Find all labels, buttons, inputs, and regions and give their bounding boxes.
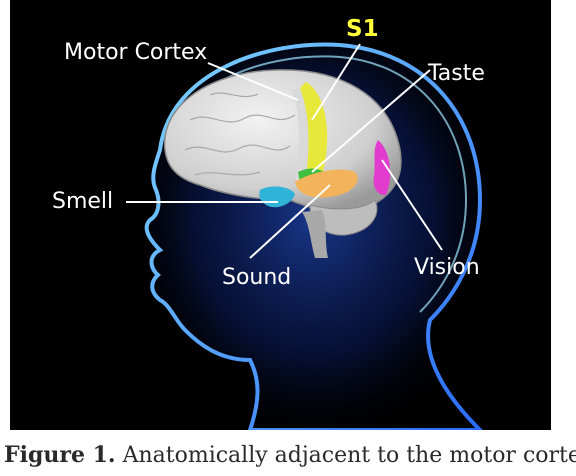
label-vision: Vision	[414, 255, 480, 280]
label-taste: Taste	[427, 61, 485, 86]
label-sound: Sound	[222, 265, 291, 290]
vision-region	[373, 140, 391, 196]
brain-diagram: Motor Cortex S1 Taste Smell Sound Vision	[52, 16, 485, 430]
brain-stem	[302, 210, 328, 258]
brain-figure: Motor Cortex S1 Taste Smell Sound Vision	[10, 0, 551, 430]
pointer-lines	[126, 43, 443, 259]
caption-lead: Figure 1.	[4, 442, 116, 468]
sound-region	[295, 169, 358, 198]
motor-cortex-region	[292, 88, 310, 182]
caption-text: Anatomically adjacent to the motor corte…	[122, 443, 576, 468]
figure-caption: Figure 1. Anatomically adjacent to the m…	[4, 437, 576, 473]
brain-folds	[184, 92, 296, 176]
label-motor-cortex: Motor Cortex	[64, 40, 207, 65]
label-s1: S1	[346, 16, 379, 42]
label-smell: Smell	[52, 189, 113, 214]
